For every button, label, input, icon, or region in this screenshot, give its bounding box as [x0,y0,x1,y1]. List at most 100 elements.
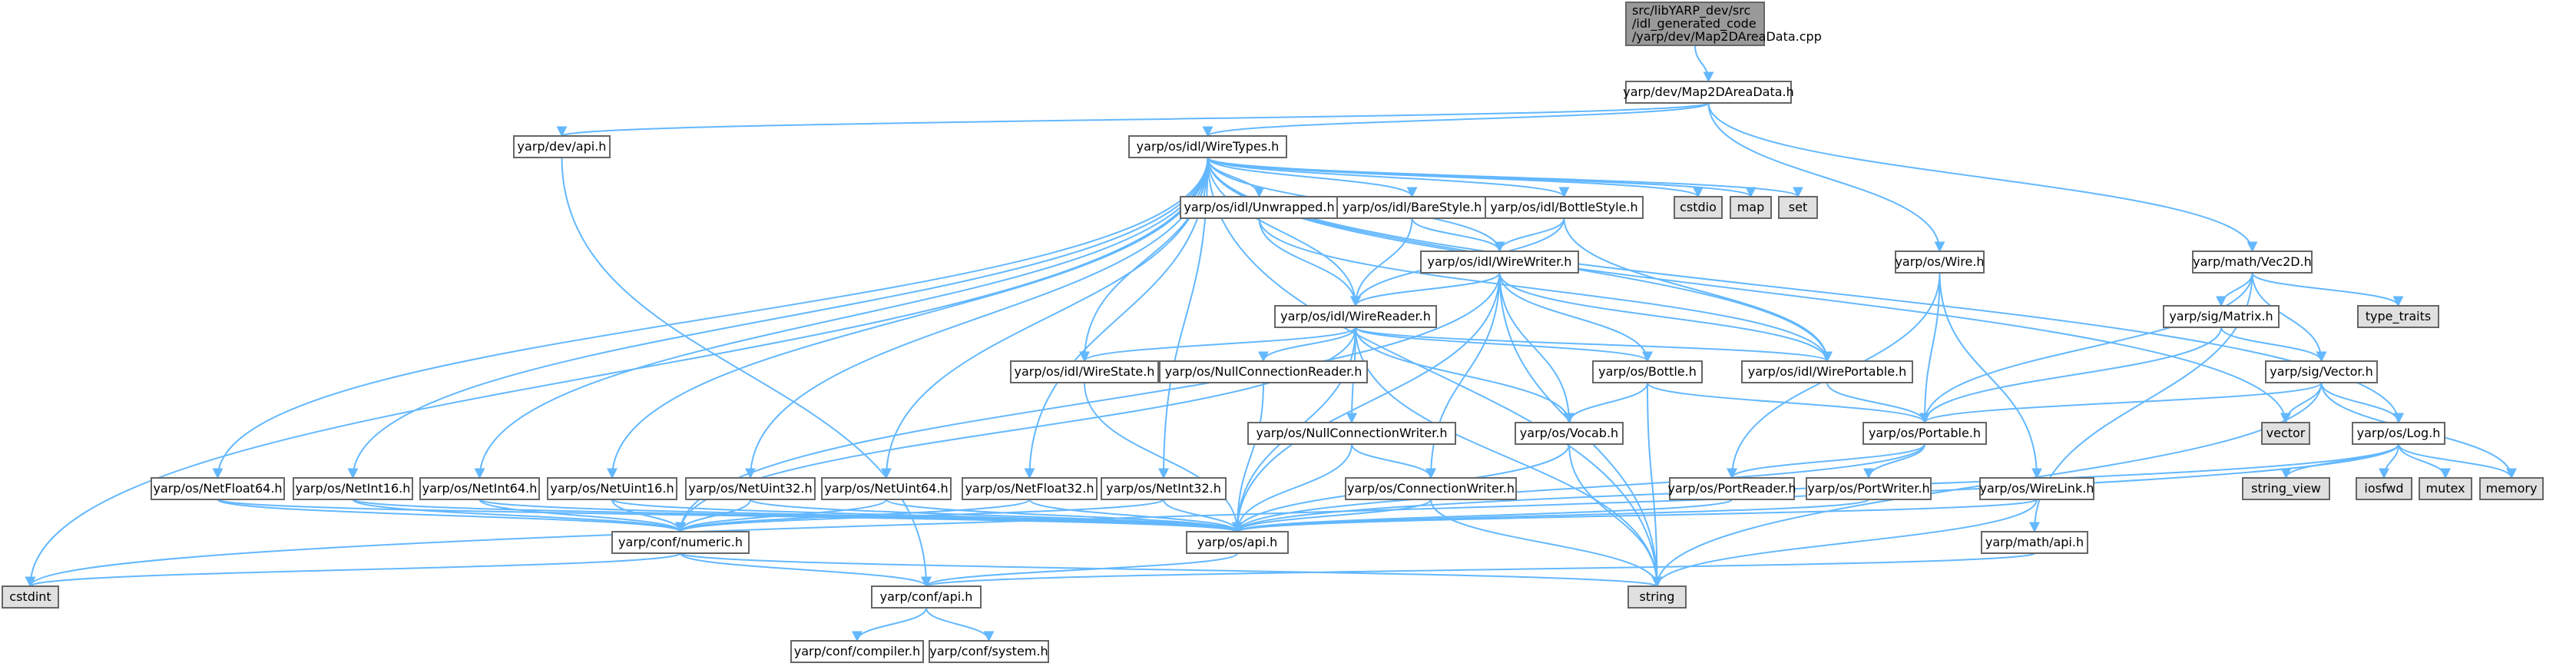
edge-vocab-to-string [1568,443,1663,588]
node-cstdint: cstdint [2,585,59,609]
node-label-netuint32: yarp/os/NetUint32.h [688,481,812,496]
node-wiretypes[interactable]: yarp/os/idl/WireTypes.h [1128,135,1287,158]
edge-bottle-to-vocab [1564,382,1648,424]
edge-confnumeric-to-string [680,552,1662,588]
edge-wiretypes-to-netint64 [474,157,1209,479]
node-label-unwrapped: yarp/os/idl/Unwrapped.h [1184,200,1334,214]
node-box-map [1730,196,1772,219]
node-nullconnwriter[interactable]: yarp/os/NullConnectionWriter.h [1247,422,1456,445]
node-typetraits: type_traits [2357,305,2439,328]
node-oslog[interactable]: yarp/os/Log.h [2352,422,2445,445]
node-portwriter[interactable]: yarp/os/PortWriter.h [1806,477,1932,500]
node-box-portreader [1669,477,1795,500]
node-portreader[interactable]: yarp/os/PortReader.h [1667,477,1796,500]
node-box-wire [1895,250,1985,274]
node-box-stringview [2242,477,2330,500]
node-box-portwriter [1806,477,1932,500]
edge-wirereader-to-wirestate [1079,327,1356,363]
node-box-portable [1862,422,1987,445]
node-osapi[interactable]: yarp/os/api.h [1186,531,1289,554]
node-box-wireportable [1741,360,1913,383]
node-wirereader[interactable]: yarp/os/idl/WireReader.h [1274,305,1437,328]
edge-confapi-to-confsystem [925,607,995,642]
node-root[interactable]: src/libYARP_dev/src/idl_generated_code/y… [1625,2,1822,46]
node-box-netfloat32 [962,477,1098,500]
edge-wiretypes-to-string [1207,157,1663,588]
node-confsystem[interactable]: yarp/conf/system.h [929,640,1049,663]
node-label-string: string [1640,589,1675,604]
edge-map2d-to-vec2d [1707,102,2258,253]
edge-nullconnreader-to-osapi [1232,382,1264,533]
node-box-map2d [1625,81,1792,104]
edge-oslog-to-mutex [2398,443,2451,479]
node-box-wirelink [1979,477,2094,500]
node-netint32[interactable]: yarp/os/NetInt32.h [1101,477,1227,500]
node-netuint32[interactable]: yarp/os/NetUint32.h [685,477,816,500]
node-wirestate[interactable]: yarp/os/idl/WireState.h [1010,360,1159,383]
edge-wire-to-portable [1919,272,1941,424]
node-netuint16[interactable]: yarp/os/NetUint16.h [547,477,677,500]
node-netint16[interactable]: yarp/os/NetInt16.h [293,477,413,500]
node-box-sigvector [2265,360,2378,383]
node-bottlestyle[interactable]: yarp/os/idl/BottleStyle.h [1485,196,1644,219]
node-wireportable[interactable]: yarp/os/idl/WirePortable.h [1741,360,1913,383]
node-confapi[interactable]: yarp/conf/api.h [871,585,982,609]
edge-wirestate-to-osapi [1084,382,1243,533]
edge-wirewriter-to-wirereader [1350,272,1501,307]
node-wirelink[interactable]: yarp/os/WireLink.h [1979,477,2094,500]
edge-nullconnwriter-to-osapi [1232,443,1353,533]
node-sigmatrix[interactable]: yarp/sig/Matrix.h [2163,305,2280,328]
node-label-netfloat64: yarp/os/NetFloat64.h [153,481,282,496]
node-netuint64[interactable]: yarp/os/NetUint64.h [821,477,952,500]
edge-netfloat64-to-osapi [217,499,1243,533]
node-netint64[interactable]: yarp/os/NetInt64.h [419,477,540,500]
edge-netint16-to-confnumeric [352,499,686,533]
node-netfloat64[interactable]: yarp/os/NetFloat64.h [151,477,285,500]
node-map2d[interactable]: yarp/dev/Map2DAreaData.h [1623,81,1794,104]
node-label-devapi: yarp/dev/api.h [518,139,607,154]
node-label-osapi: yarp/os/api.h [1197,535,1278,549]
node-box-wirestate [1010,360,1159,383]
edge-vec2d-to-sigvector [2251,272,2327,363]
node-label-set: set [1789,200,1807,214]
node-sigvector[interactable]: yarp/sig/Vector.h [2265,360,2378,383]
node-label-map: map [1737,200,1765,214]
node-box-wirewriter [1420,250,1579,274]
node-devapi[interactable]: yarp/dev/api.h [513,135,611,158]
node-mathapi[interactable]: yarp/math/api.h [1981,531,2088,554]
node-vocab[interactable]: yarp/os/Vocab.h [1515,422,1624,445]
edge-map2d-to-wiretypes [1202,102,1710,138]
node-portable[interactable]: yarp/os/Portable.h [1862,422,1987,445]
node-wirewriter[interactable]: yarp/os/idl/WireWriter.h [1420,250,1579,274]
node-netfloat32[interactable]: yarp/os/NetFloat32.h [962,477,1098,500]
node-box-connwriter [1345,477,1517,500]
edge-wiretypes-to-barestyle [1207,157,1418,198]
edge-wire-to-wirelink [1939,272,2042,479]
node-label-cstdint: cstdint [9,589,51,604]
node-wire[interactable]: yarp/os/Wire.h [1895,250,1985,274]
edge-wiretypes-to-netuint64 [881,157,1209,479]
node-barestyle[interactable]: yarp/os/idl/BareStyle.h [1336,196,1488,219]
edge-unwrapped-to-wireportable [1258,217,1833,363]
node-box-osapi [1186,531,1289,554]
node-box-vec2d [2192,250,2313,274]
edge-wirelink-to-osapi [1232,499,2038,533]
node-nullconnreader[interactable]: yarp/os/NullConnectionReader.h [1159,360,1368,383]
edge-sigmatrix-to-portable [1919,327,2222,424]
edge-unwrapped-to-wirereader [1258,217,1361,307]
edge-wiretypes-to-netint16 [347,157,1209,479]
node-label-map2d: yarp/dev/Map2DAreaData.h [1623,85,1794,99]
node-connwriter[interactable]: yarp/os/ConnectionWriter.h [1345,477,1517,500]
node-unwrapped[interactable]: yarp/os/idl/Unwrapped.h [1180,196,1339,219]
node-vec2d[interactable]: yarp/math/Vec2D.h [2192,250,2313,274]
edge-wirewriter-to-osapi [1232,272,1501,533]
edge-wiretypes-to-cstdint [25,157,1209,588]
node-confnumeric[interactable]: yarp/conf/numeric.h [611,531,750,554]
edge-wiretypes-to-wirereader [1207,157,1361,307]
node-mutex: mutex [2419,477,2472,500]
node-bottle[interactable]: yarp/os/Bottle.h [1592,360,1703,383]
node-box-sigmatrix [2163,305,2280,328]
edge-wiretypes-to-map [1207,157,1757,198]
edge-wiretypes-to-netfloat64 [212,157,1209,479]
node-confcompiler[interactable]: yarp/conf/compiler.h [790,640,924,663]
